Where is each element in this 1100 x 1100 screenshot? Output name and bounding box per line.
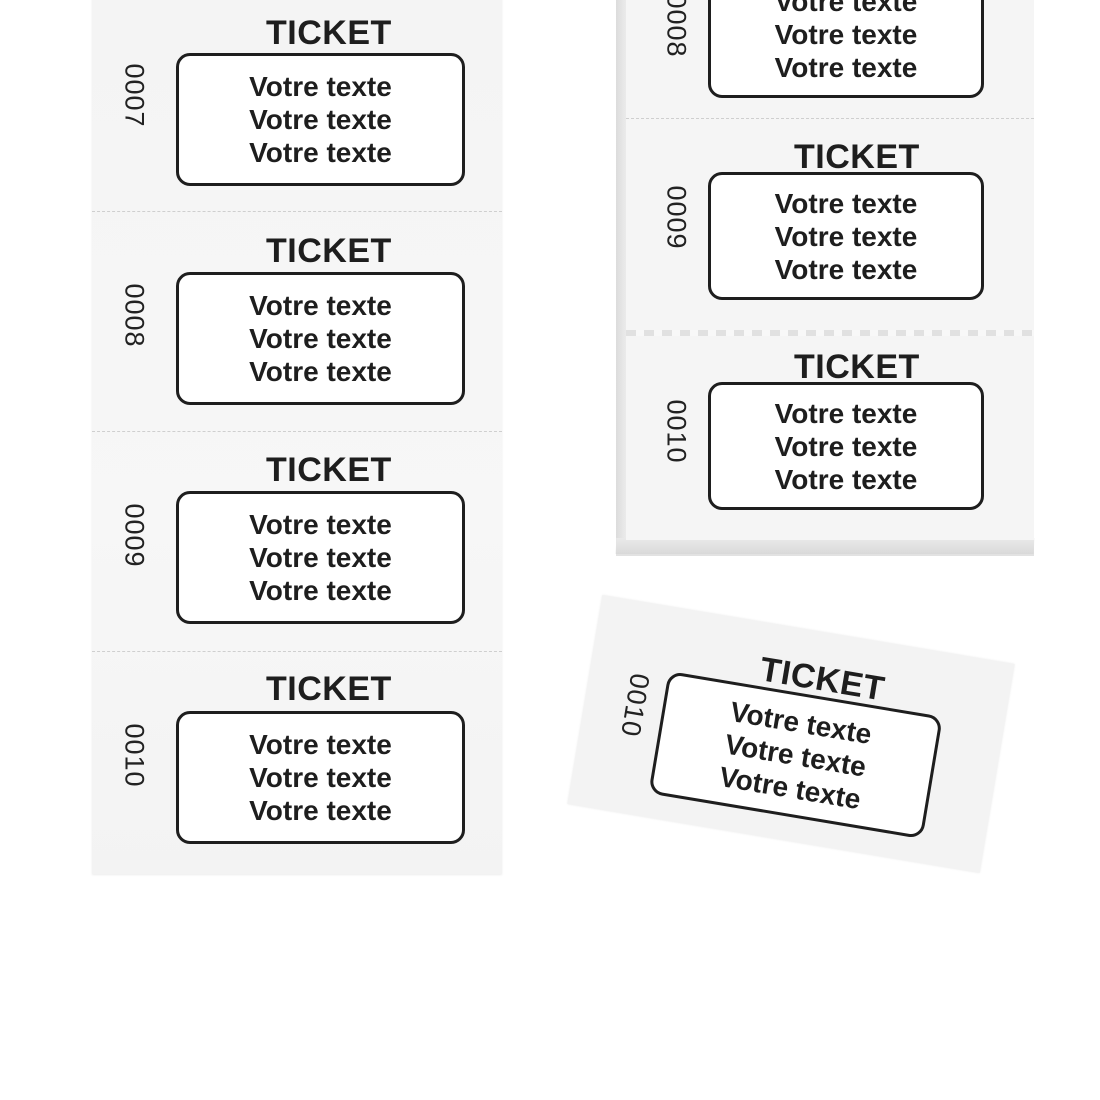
ticket-0007: 0007 TICKET Votre texte Votre texte Votr… bbox=[92, 0, 502, 212]
ticket-title: TICKET bbox=[794, 138, 920, 176]
ticket-text-box: Votre texte Votre texte Votre texte bbox=[648, 670, 943, 840]
ticket-0010: 0010 TICKET Votre texte Votre texte Votr… bbox=[626, 338, 1034, 540]
ticket-number: 0009 bbox=[119, 503, 150, 568]
ticket-text-line: Votre texte bbox=[249, 356, 392, 387]
ticket-text-line: Votre texte bbox=[249, 323, 392, 354]
ticket-text-line: Votre texte bbox=[249, 762, 392, 793]
perforation bbox=[626, 330, 1034, 336]
stack-bottom bbox=[615, 538, 1035, 554]
ticket-text-box: Votre texte Votre texte Votre texte bbox=[176, 272, 465, 405]
ticket-text-box: Votre texte Votre texte Votre texte bbox=[708, 0, 984, 98]
ticket-title: TICKET bbox=[266, 14, 392, 52]
ticket-text-line: Votre texte bbox=[774, 397, 918, 429]
ticket-title: TICKET bbox=[266, 670, 392, 708]
ticket-number: 0010 bbox=[615, 671, 656, 740]
ticket-number: 0007 bbox=[119, 63, 150, 128]
ticket-number: 0009 bbox=[661, 185, 692, 250]
ticket-text-line: Votre texte bbox=[774, 0, 918, 17]
ticket-number: 0010 bbox=[119, 723, 150, 788]
ticket-text-line: Votre texte bbox=[249, 729, 392, 760]
ticket-text-line: Votre texte bbox=[774, 253, 918, 285]
stack-side bbox=[616, 0, 628, 552]
ticket-number: 0008 bbox=[661, 0, 692, 58]
ticket-0009: 0009 TICKET Votre texte Votre texte Votr… bbox=[92, 432, 502, 652]
ticket-text-box: Votre texte Votre texte Votre texte bbox=[176, 491, 465, 624]
ticket-text-box: Votre texte Votre texte Votre texte bbox=[176, 711, 465, 844]
ticket-text-line: Votre texte bbox=[249, 104, 392, 135]
ticket-title: TICKET bbox=[266, 451, 392, 489]
ticket-strip-left: 0007 TICKET Votre texte Votre texte Votr… bbox=[92, 0, 502, 874]
ticket-loose: 0010 TICKET Votre texte Votre texte Votr… bbox=[567, 594, 1015, 874]
ticket-text-line: Votre texte bbox=[249, 509, 392, 540]
ticket-text-line: Votre texte bbox=[774, 463, 918, 495]
ticket-text-line: Votre texte bbox=[249, 137, 392, 168]
ticket-text-line: Votre texte bbox=[774, 220, 918, 252]
ticket-text-line: Votre texte bbox=[774, 187, 918, 219]
ticket-text-line: Votre texte bbox=[249, 542, 392, 573]
ticket-0009: 0009 TICKET Votre texte Votre texte Votr… bbox=[626, 120, 1034, 325]
ticket-text-line: Votre texte bbox=[774, 51, 918, 83]
ticket-0008-partial: 0008 Votre texte Votre texte Votre texte bbox=[626, 0, 1034, 119]
ticket-text-line: Votre texte bbox=[249, 71, 392, 102]
stack-face: 0008 Votre texte Votre texte Votre texte… bbox=[626, 0, 1034, 540]
ticket-title: TICKET bbox=[794, 348, 920, 386]
ticket-text-box: Votre texte Votre texte Votre texte bbox=[708, 172, 984, 300]
ticket-text-line: Votre texte bbox=[774, 430, 918, 462]
ticket-text-line: Votre texte bbox=[249, 575, 392, 606]
ticket-text-line: Votre texte bbox=[249, 290, 392, 321]
ticket-stack-right: 0008 Votre texte Votre texte Votre texte… bbox=[615, 0, 1036, 556]
ticket-text-line: Votre texte bbox=[249, 795, 392, 826]
ticket-0010: 0010 TICKET Votre texte Votre texte Votr… bbox=[92, 652, 502, 871]
ticket-text-box: Votre texte Votre texte Votre texte bbox=[708, 382, 984, 510]
ticket-number: 0010 bbox=[661, 399, 692, 464]
ticket-text-box: Votre texte Votre texte Votre texte bbox=[176, 53, 465, 186]
ticket-title: TICKET bbox=[266, 232, 392, 270]
ticket-text-line: Votre texte bbox=[774, 18, 918, 50]
ticket-0008: 0008 TICKET Votre texte Votre texte Votr… bbox=[92, 212, 502, 432]
ticket-number: 0008 bbox=[119, 283, 150, 348]
